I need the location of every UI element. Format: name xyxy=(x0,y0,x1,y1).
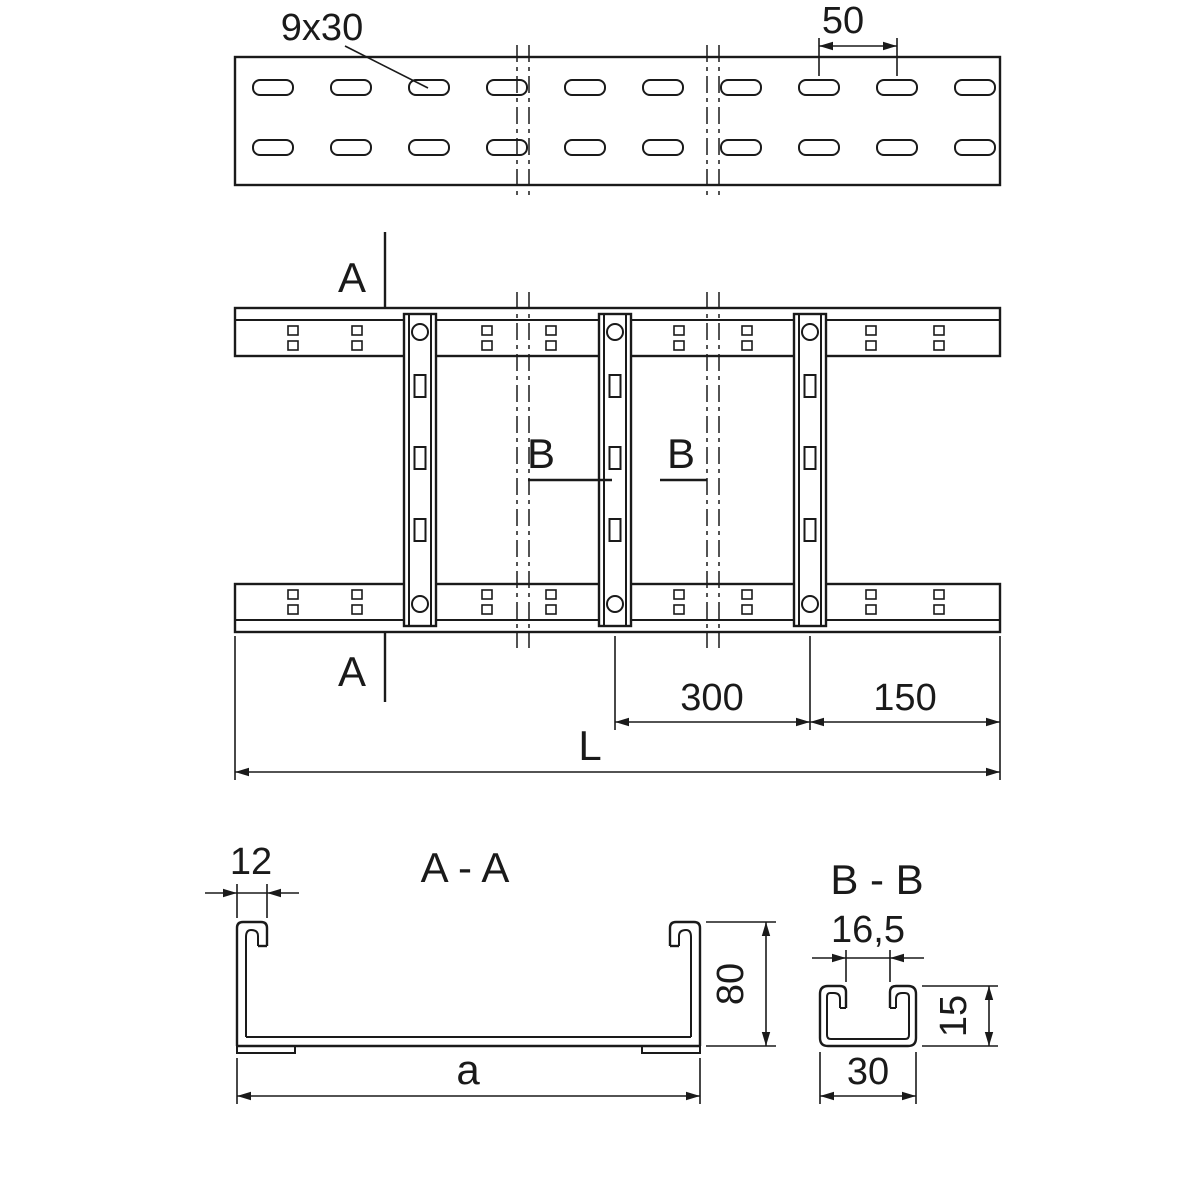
break-lines-plan-view xyxy=(516,292,720,648)
rail-perforation xyxy=(287,589,299,615)
slot-hole xyxy=(954,139,996,156)
dim-12-label: 12 xyxy=(230,841,272,883)
slot-hole xyxy=(876,139,918,156)
channel-profile-aa xyxy=(235,920,702,1054)
section-b-b-view: B - B 16,5 15 30 xyxy=(812,856,998,1104)
dimension-opening-width: 16,5 xyxy=(812,909,924,982)
rail-perforation xyxy=(933,589,945,615)
section-aa-title: A - A xyxy=(421,844,510,891)
slot-pitch-label: 50 xyxy=(822,0,864,42)
rung xyxy=(402,312,438,628)
rail-perforation xyxy=(481,589,493,615)
rail-perforation xyxy=(545,325,557,351)
rail-perforation xyxy=(865,589,877,615)
profile-right-wall-outer xyxy=(668,920,702,1046)
section-a-label-bottom: A xyxy=(338,648,366,695)
dim-150-label: 150 xyxy=(873,677,936,719)
section-bb-title: B - B xyxy=(830,856,923,903)
slot-hole xyxy=(330,139,372,156)
slot-hole xyxy=(486,139,528,156)
dim-length-label: L xyxy=(578,722,601,769)
section-marker-b: B B xyxy=(527,430,707,482)
slot-hole xyxy=(642,139,684,156)
rail-perforation xyxy=(545,589,557,615)
rail-perforation xyxy=(673,325,685,351)
slot-hole xyxy=(330,79,372,96)
dimension-profile-height: 80 xyxy=(706,921,776,1047)
dimension-profile-width: a xyxy=(236,1046,701,1104)
dimension-rung-width: 30 xyxy=(819,1051,917,1104)
dimension-rung-spacing: 300 xyxy=(614,636,811,730)
profile-right-foot xyxy=(641,1046,701,1054)
profile-left-foot xyxy=(236,1046,296,1054)
dim-a-label: a xyxy=(456,1046,480,1093)
slot-hole xyxy=(252,139,294,156)
section-a-label-top: A xyxy=(338,254,366,301)
dim-15-label: 15 xyxy=(933,995,975,1037)
rail-perforation xyxy=(287,325,299,351)
section-b-label-right: B xyxy=(667,430,695,477)
section-a-a-view: A - A 12 80 xyxy=(205,841,776,1104)
slot-hole xyxy=(486,79,528,96)
slot-hole xyxy=(876,79,918,96)
dim-80-label: 80 xyxy=(710,963,752,1005)
rail-perforation xyxy=(673,589,685,615)
dimension-end-spacing: 150 xyxy=(810,636,1001,780)
callout-slot-size: 9x30 xyxy=(281,7,429,89)
section-marker-a-top: A xyxy=(338,232,387,308)
slot-hole xyxy=(954,79,996,96)
rung-profile-bb xyxy=(818,984,918,1048)
profile-right-wall-inner xyxy=(678,928,692,1037)
rail-outline xyxy=(233,55,1002,187)
dim-300-label: 300 xyxy=(680,677,743,719)
rail-perforation xyxy=(351,325,363,351)
slot-holes-row-bottom xyxy=(252,139,996,156)
break-lines-rail-view xyxy=(516,45,720,197)
slot-hole xyxy=(798,139,840,156)
slot-hole xyxy=(798,79,840,96)
rail-side-view: 9x30 50 xyxy=(233,0,1002,197)
dim-16-5-label: 16,5 xyxy=(831,909,905,951)
ladder-plan-view: A A B B 300 150 L xyxy=(233,232,1002,780)
rail-perforation xyxy=(481,325,493,351)
dimension-flange-width: 12 xyxy=(205,841,299,918)
rail-perforation xyxy=(351,589,363,615)
dimension-total-length: L xyxy=(234,636,1000,780)
rung xyxy=(792,312,828,628)
slot-hole xyxy=(720,139,762,156)
slot-hole xyxy=(564,139,606,156)
section-marker-a-bottom: A xyxy=(338,632,387,702)
profile-left-wall-outer xyxy=(235,920,269,1046)
dimension-rung-height: 15 xyxy=(922,985,998,1047)
rail-perforation xyxy=(865,325,877,351)
slot-hole xyxy=(720,79,762,96)
dimension-slot-pitch: 50 xyxy=(818,0,898,76)
rail-perforation xyxy=(741,589,753,615)
profile-inner-contour xyxy=(826,992,910,1040)
rail-perforation xyxy=(741,325,753,351)
slot-hole xyxy=(564,79,606,96)
rung xyxy=(597,312,633,628)
slot-hole xyxy=(252,79,294,96)
section-b-label-left: B xyxy=(527,430,555,477)
rail-perforation xyxy=(933,325,945,351)
slot-hole xyxy=(642,79,684,96)
slot-holes-row-top xyxy=(252,79,996,96)
dim-30-label: 30 xyxy=(847,1051,889,1093)
slot-size-leader-line xyxy=(344,45,429,89)
profile-outer-contour xyxy=(818,984,918,1048)
slot-hole xyxy=(408,139,450,156)
rungs xyxy=(402,312,828,628)
profile-left-wall-inner xyxy=(245,928,259,1037)
slot-size-label: 9x30 xyxy=(281,7,363,49)
